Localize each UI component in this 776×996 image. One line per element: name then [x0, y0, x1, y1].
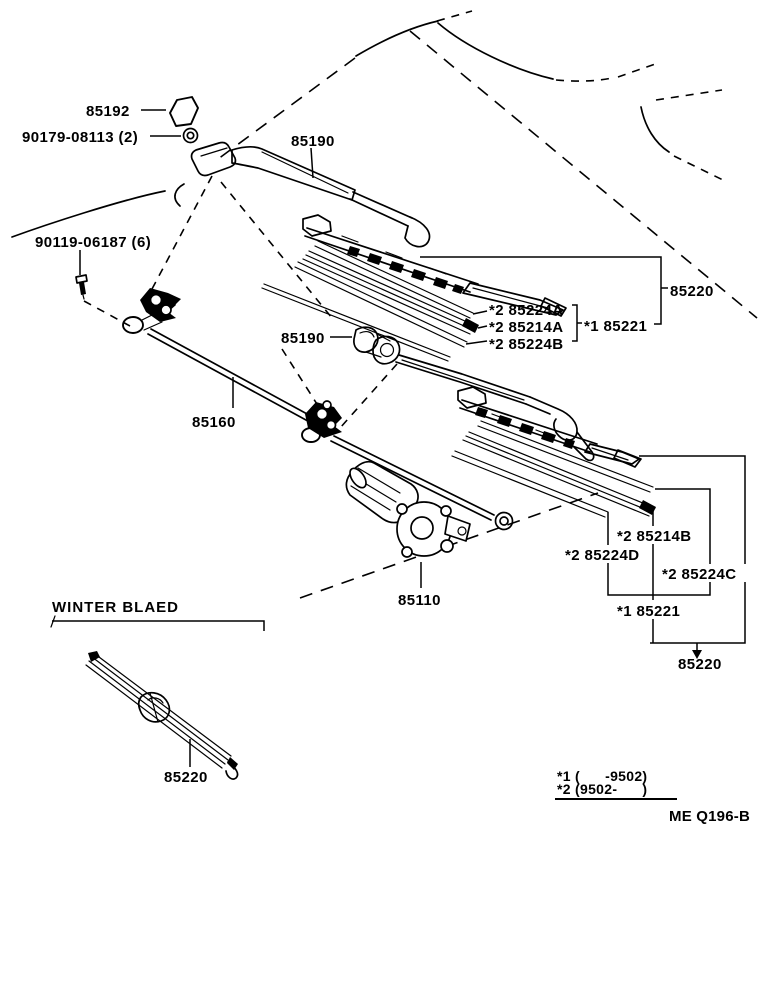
label-insert-a: *2 85224A — [489, 302, 564, 319]
label-insert-b: *2 85224B — [489, 336, 564, 353]
windshield-outline — [213, 10, 758, 319]
label-backing-b: *2 85214B — [617, 528, 692, 545]
label-pivot-nut: 90179-08113 (2) — [22, 129, 138, 146]
label-pivot-cap: 85192 — [86, 103, 130, 120]
label-blade-assy-upper: 85220 — [670, 283, 714, 300]
footnote-1: *1 ( -9502) — [557, 768, 647, 784]
label-pivot-bolt: 90119-06187 (6) — [35, 234, 151, 251]
pivot-nut-part — [150, 127, 199, 144]
winter-blade-section: WINTER BLAED 85220 — [50, 599, 265, 786]
label-motor: 85110 — [398, 592, 441, 609]
label-block-upper: *2 85224A *2 85214A *2 85224B *1 85221 8… — [420, 256, 714, 353]
linkage: 85160 — [122, 288, 514, 531]
label-blade-insert-upper: *1 85221 — [584, 318, 647, 335]
label-insert-c: *2 85224C — [662, 566, 737, 583]
label-arm-upper-group: 85190 — [291, 133, 335, 179]
footnote-block: *1 ( -9502) *2 (9502- ) — [555, 768, 677, 800]
label-link-assy: 85160 — [192, 414, 236, 431]
label-arm-lower: 85190 — [281, 330, 325, 347]
pivot-bolt-part: 90119-06187 (6) — [35, 234, 151, 300]
wiper-blade-upper-inserts — [261, 240, 488, 362]
wiper-blade-lower-frame — [457, 386, 642, 468]
winter-blade-heading: WINTER BLAED — [52, 599, 179, 616]
label-winter-blade-part: 85220 — [164, 769, 208, 786]
footnote-2: *2 (9502- ) — [557, 781, 647, 797]
wiper-blade-upper-frame — [302, 214, 567, 317]
doc-code: ME Q196-B — [669, 808, 750, 825]
wiper-arm-lower: 85190 — [281, 326, 595, 462]
wiper-motor: 85110 — [345, 460, 471, 609]
label-blade-insert-lower: *1 85221 — [617, 603, 680, 620]
label-block-lower: *2 85214B *2 85224D *2 85224C *1 85221 8… — [560, 455, 747, 673]
pivot-cap-part — [141, 96, 199, 127]
pivot-boss-upper — [190, 141, 237, 177]
label-insert-d: *2 85224D — [565, 547, 640, 564]
label-arm-upper: 85190 — [291, 133, 335, 150]
wiper-blade-lower-inserts — [451, 420, 656, 518]
label-blade-assy-lower: 85220 — [678, 656, 722, 673]
wiper-arm-upper — [231, 146, 431, 248]
label-backing-a: *2 85214A — [489, 319, 564, 336]
